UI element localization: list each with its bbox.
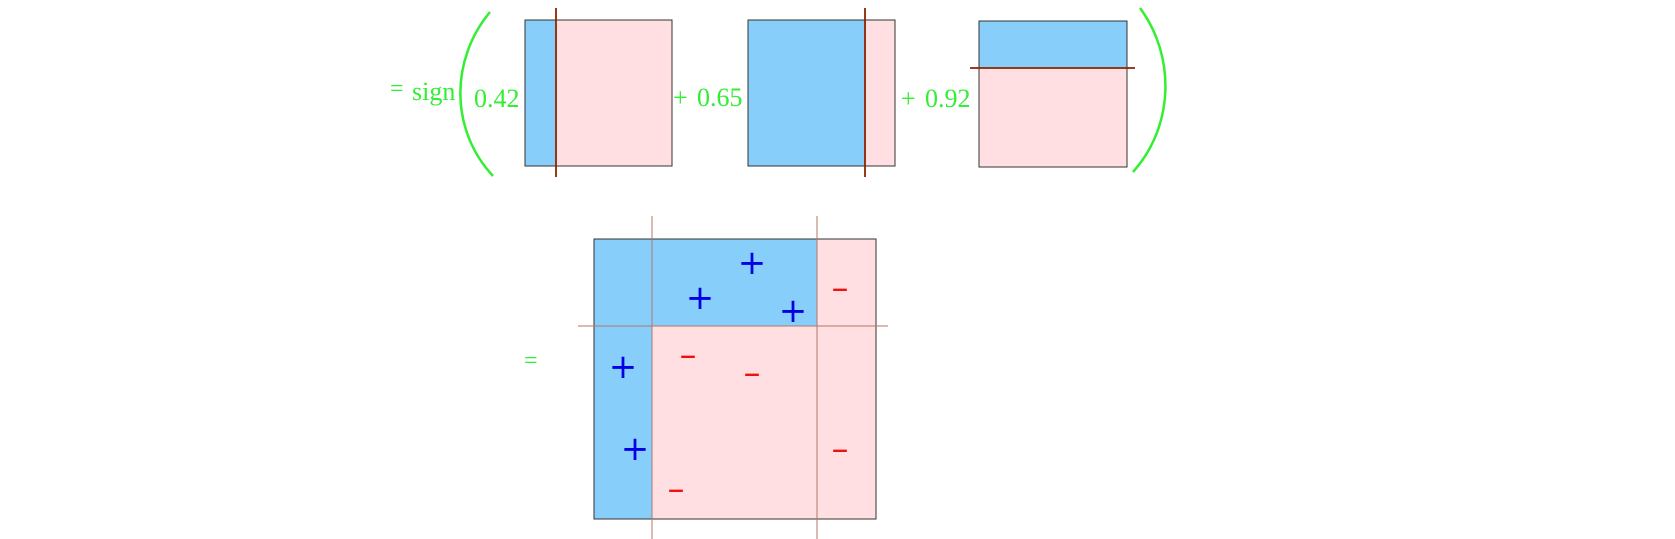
negative-samples: – – – – – <box>668 268 849 509</box>
plus-sign-5: + <box>621 429 650 469</box>
positive-region-top <box>652 239 817 326</box>
minus-sign-2: – <box>680 335 697 375</box>
sign-function-label: sign <box>412 77 455 106</box>
left-parenthesis <box>459 11 494 177</box>
top-equation: = sign 0.42 + 0.65 + 0.92 <box>390 7 1167 177</box>
positive-samples: + + + + + <box>609 243 808 469</box>
term1-weight: 0.42 <box>474 84 520 113</box>
term3-stump-box <box>970 20 1135 168</box>
positive-region-left <box>594 239 652 519</box>
plus-sign-3: + <box>779 291 808 331</box>
term2-stump-box <box>747 8 896 177</box>
term1-stump-box <box>524 8 673 177</box>
bottom-equation: = + + + + + – – – – – <box>524 216 888 539</box>
minus-sign-4: – <box>832 429 849 469</box>
minus-sign-1: – <box>832 268 849 308</box>
minus-sign-5: – <box>668 469 685 509</box>
minus-sign-3: – <box>744 353 761 393</box>
term2-weight: 0.65 <box>697 83 743 112</box>
plus-sign-1: + <box>738 243 767 283</box>
bottom-equals-sign: = <box>524 348 538 374</box>
combined-classifier-box <box>578 216 888 539</box>
right-parenthesis <box>1132 7 1167 173</box>
term2-operator: + <box>673 83 688 112</box>
top-equals-sign: = <box>390 76 404 102</box>
term3-operator: + <box>901 84 916 113</box>
term3-weight: 0.92 <box>925 84 971 113</box>
plus-sign-2: + <box>686 278 715 318</box>
plus-sign-4: + <box>609 347 638 387</box>
